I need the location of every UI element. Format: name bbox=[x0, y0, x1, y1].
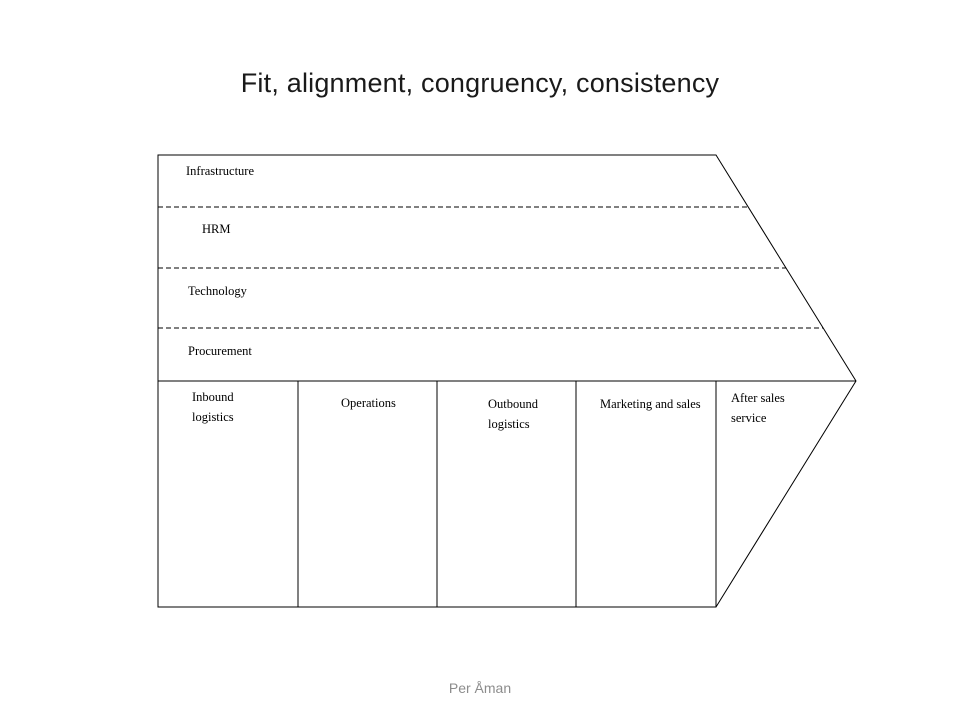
slide-title: Fit, alignment, congruency, consistency bbox=[240, 68, 720, 98]
primary-label-inbound-logistics: Inbound logistics bbox=[192, 390, 234, 424]
footer-author: Per Åman bbox=[448, 680, 512, 696]
support-label-technology: Technology bbox=[188, 284, 247, 298]
primary-label-marketing-and-sales: Marketing and sales bbox=[600, 397, 701, 411]
primary-label-outbound-logistics: Outbound logistics bbox=[488, 397, 538, 431]
support-label-infrastructure: Infrastructure bbox=[186, 164, 255, 178]
support-label-hrm: HRM bbox=[202, 222, 231, 236]
primary-label-after-sales-service: After sales service bbox=[731, 391, 785, 425]
support-label-procurement: Procurement bbox=[188, 344, 252, 358]
primary-label-operations: Operations bbox=[341, 396, 396, 410]
value-chain-outline bbox=[157, 154, 857, 608]
